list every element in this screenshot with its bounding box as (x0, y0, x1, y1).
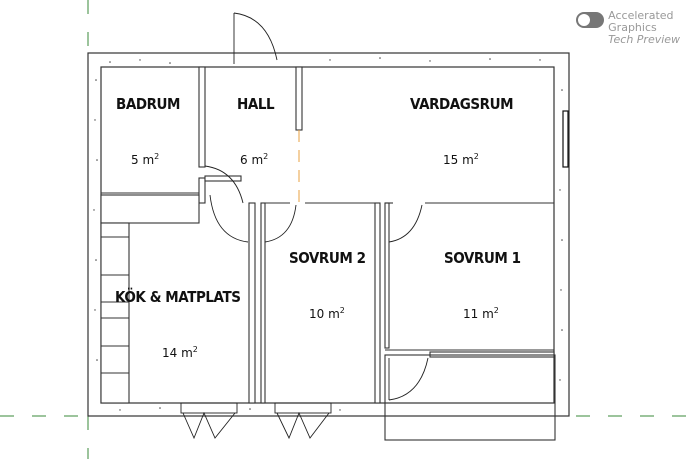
room-area-vardagsrum: 15 m2 (443, 152, 479, 167)
toggle-label: Accelerated Graphics (608, 9, 674, 34)
room-area-hall: 6 m2 (240, 152, 269, 167)
toggle-text: Accelerated Graphics Tech Preview (608, 10, 700, 46)
room-area-kok: 14 m2 (162, 345, 198, 360)
room-area-sovrum2: 10 m2 (309, 306, 345, 321)
room-label-hall: HALL (237, 95, 275, 113)
room-label-badrum: BADRUM (116, 95, 181, 113)
toggle-knob (578, 14, 590, 26)
room-area-badrum: 5 m2 (131, 152, 160, 167)
window-east (562, 110, 569, 168)
doors (180, 12, 429, 440)
interior-walls (100, 66, 556, 441)
room-area-sovrum1: 11 m2 (463, 306, 499, 321)
room-label-kok: KÖK & MATPLATS (115, 288, 241, 306)
accelerated-graphics-toggle[interactable]: Accelerated Graphics Tech Preview (576, 10, 700, 46)
toggle-switch[interactable] (576, 12, 605, 28)
wall-hatching (93, 57, 563, 411)
room-label-sovrum1: SOVRUM 1 (444, 249, 521, 267)
room-label-sovrum2: SOVRUM 2 (289, 249, 366, 267)
toggle-sublabel: Tech Preview (608, 33, 681, 46)
room-label-vardagsrum: VARDAGSRUM (410, 95, 514, 113)
